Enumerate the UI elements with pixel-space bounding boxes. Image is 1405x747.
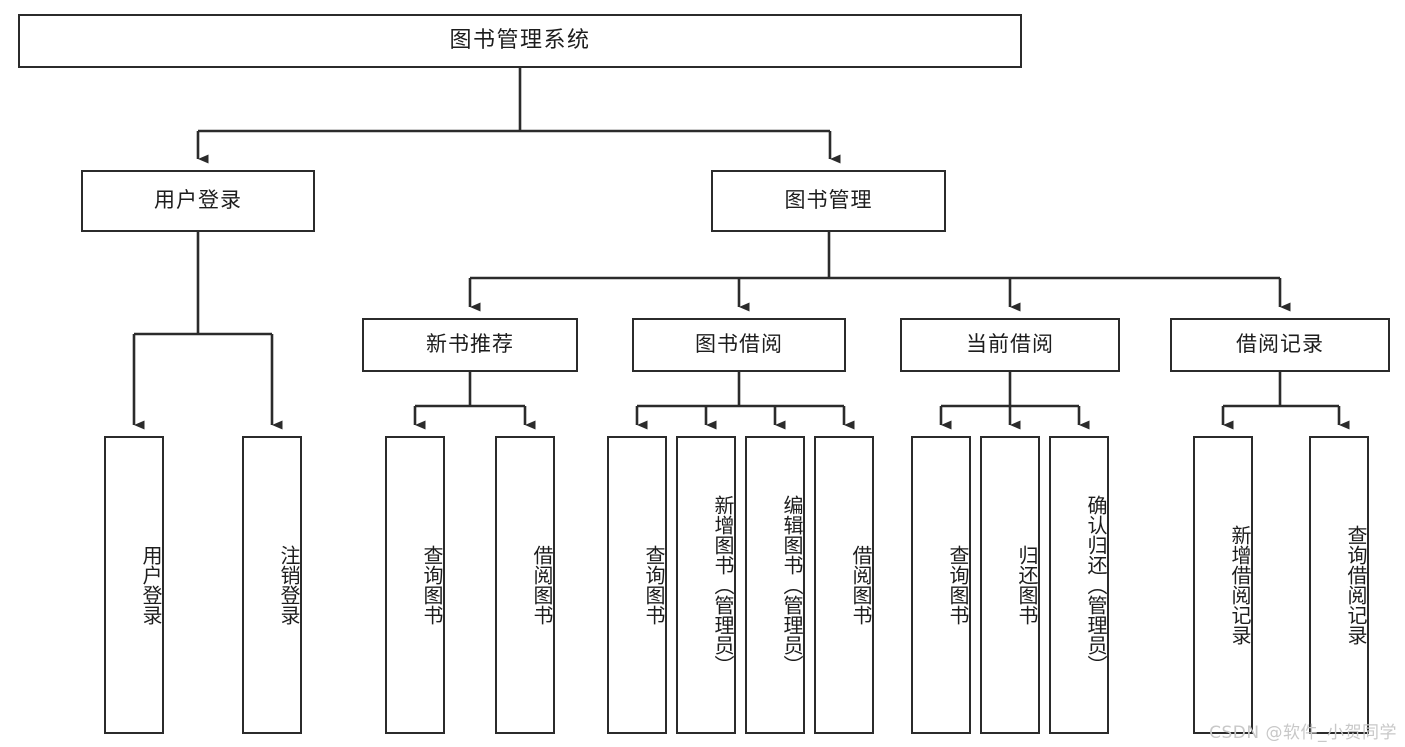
leaf-book-borrow-edit-book-admin[interactable]: 编辑图书（管理员） [745,436,805,734]
node-label: 图书借阅 [695,332,783,357]
node-label: 编辑图书（管理员） [780,495,804,675]
leaf-book-borrow-query-book[interactable]: 查询图书 [607,436,667,734]
node-label: 用户登录 [154,188,242,213]
leaf-current-borrow-query-book[interactable]: 查询图书 [911,436,971,734]
leaf-borrow-record-add-record[interactable]: 新增借阅记录 [1193,436,1253,734]
leaf-book-borrow-add-book-admin[interactable]: 新增图书（管理员） [676,436,736,734]
leaf-borrow-record-query-record[interactable]: 查询借阅记录 [1309,436,1369,734]
leaf-new-book-borrow-book[interactable]: 借阅图书 [495,436,555,734]
node-label: 新增图书（管理员） [711,495,735,675]
node-label: 图书管理 [784,188,873,213]
node-label: 查询图书 [946,545,970,625]
node-label: 查询图书 [420,545,444,625]
node-book-borrow[interactable]: 图书借阅 [632,318,846,372]
node-label: 查询借阅记录 [1344,525,1368,645]
node-label: 借阅图书 [530,545,554,625]
node-root-book-management-system[interactable]: 图书管理系统 [18,14,1022,68]
node-label: 注销登录 [277,545,301,625]
node-label: 图书管理系统 [449,27,591,53]
node-label: 确认归还（管理员） [1084,495,1108,675]
node-label: 借阅图书 [849,545,873,625]
leaf-user-login-logout[interactable]: 注销登录 [242,436,302,734]
leaf-book-borrow-borrow-book[interactable]: 借阅图书 [814,436,874,734]
node-label: 查询图书 [642,545,666,625]
node-label: 归还图书 [1015,545,1039,625]
node-label: 借阅记录 [1236,332,1324,357]
leaf-current-borrow-confirm-return-admin[interactable]: 确认归还（管理员） [1049,436,1109,734]
node-label: 新书推荐 [426,332,514,357]
node-current-borrow[interactable]: 当前借阅 [900,318,1120,372]
node-new-book-recommend[interactable]: 新书推荐 [362,318,578,372]
node-user-login[interactable]: 用户登录 [81,170,315,232]
leaf-user-login-login[interactable]: 用户登录 [104,436,164,734]
leaf-new-book-query-book[interactable]: 查询图书 [385,436,445,734]
node-label: 用户登录 [139,545,163,625]
node-label: 当前借阅 [966,332,1054,357]
node-borrow-record[interactable]: 借阅记录 [1170,318,1390,372]
leaf-current-borrow-return-book[interactable]: 归还图书 [980,436,1040,734]
node-label: 新增借阅记录 [1228,525,1252,645]
node-book-management[interactable]: 图书管理 [711,170,946,232]
